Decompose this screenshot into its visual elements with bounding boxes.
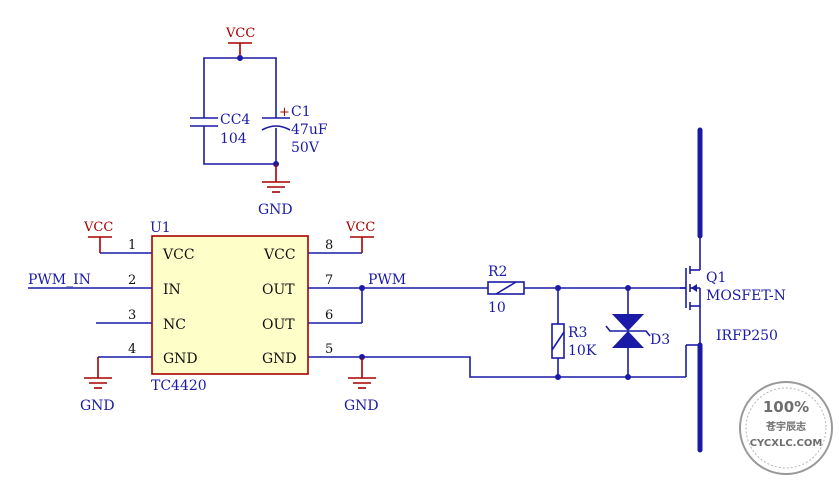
pin3-name: NC <box>163 317 186 333</box>
c1-ref: C1 <box>291 104 311 120</box>
pin7-name: OUT <box>262 282 295 298</box>
pin6-num: 6 <box>325 308 333 323</box>
r3-value: 10K <box>568 343 597 359</box>
cap-top-rail <box>203 57 277 118</box>
pin4-name: GND <box>163 351 198 367</box>
d3-bar <box>605 325 651 337</box>
pin4-num: 4 <box>128 342 136 357</box>
gnd-label-cap: GND <box>258 202 293 218</box>
seal-site: CYCXLC.COM <box>750 438 823 449</box>
pin6-name: OUT <box>262 317 295 333</box>
u1-body <box>151 235 309 375</box>
r2-value: 10 <box>488 300 506 316</box>
cap-bottom-rail <box>203 126 277 165</box>
u1-part: TC4420 <box>151 378 207 394</box>
c1-plate-curved <box>261 125 291 131</box>
right-vcc: VCC <box>345 220 375 253</box>
u1-ref: U1 <box>150 220 171 236</box>
pin2-num: 2 <box>128 273 136 288</box>
seal-inner-ring <box>745 387 827 469</box>
pwm-in-label: PWM_IN <box>28 272 91 288</box>
d3-ref: D3 <box>650 332 670 348</box>
vcc-label-left: VCC <box>83 220 113 235</box>
q1-ref: Q1 <box>706 270 726 286</box>
pin7-num: 7 <box>325 273 333 288</box>
pin2-name: IN <box>163 282 181 298</box>
d3-triangle-bottom <box>612 331 644 348</box>
pin1-name: VCC <box>162 247 195 263</box>
c1-voltage: 50V <box>291 140 320 156</box>
q1-part: IRFP250 <box>716 328 778 344</box>
source-return-wire <box>362 356 686 378</box>
pin8-num: 8 <box>325 238 333 253</box>
gnd-label-left: GND <box>80 398 115 414</box>
pin1-num: 1 <box>128 238 136 253</box>
r2-slash <box>495 281 517 295</box>
pin5-num: 5 <box>325 342 333 357</box>
body-arrow <box>691 284 697 292</box>
gnd-label-right: GND <box>344 398 379 414</box>
c1-polarity: + <box>279 105 290 120</box>
seal-percent: 100% <box>763 398 809 416</box>
mosfet-q1: Q1 MOSFET-N IRFP250 <box>680 127 786 453</box>
left-gnd: GND <box>80 357 115 414</box>
q1-type: MOSFET-N <box>706 288 786 304</box>
watermark-seal: 100% 苍宇辰志 CYCXLC.COM <box>739 381 833 475</box>
junction-d3-bottom <box>625 374 631 380</box>
junction-r3-bottom <box>555 374 561 380</box>
vcc-label-right: VCC <box>345 220 375 235</box>
gate-network: R2 10 R3 10K D3 <box>487 264 686 380</box>
pin5-name: GND <box>262 351 297 367</box>
vcc-label-top: VCC <box>225 26 255 41</box>
r2-ref: R2 <box>488 264 507 280</box>
left-vcc: VCC <box>83 220 113 253</box>
d3-triangle-top <box>612 314 644 331</box>
seal-name: 苍宇辰志 <box>765 420 806 433</box>
pin8-name: VCC <box>263 247 296 263</box>
pwm-net: PWM <box>359 272 488 323</box>
r3-slash <box>551 331 565 351</box>
c1-value: 47uF <box>291 122 328 138</box>
seal-outer-ring <box>739 381 833 475</box>
pin3-num: 3 <box>128 308 136 323</box>
driver-ic: U1 TC4420 1 2 3 4 VCC IN NC GND 8 7 6 5 … <box>28 220 362 394</box>
pwm-label: PWM <box>368 272 406 288</box>
r3-ref: R3 <box>568 325 587 341</box>
right-gnd: GND <box>344 354 686 414</box>
cc4-value: 104 <box>220 131 247 147</box>
decoupling-block: VCC + GND CC4 104 C1 47uF 50V <box>190 26 328 218</box>
cc4-ref: CC4 <box>220 112 250 128</box>
